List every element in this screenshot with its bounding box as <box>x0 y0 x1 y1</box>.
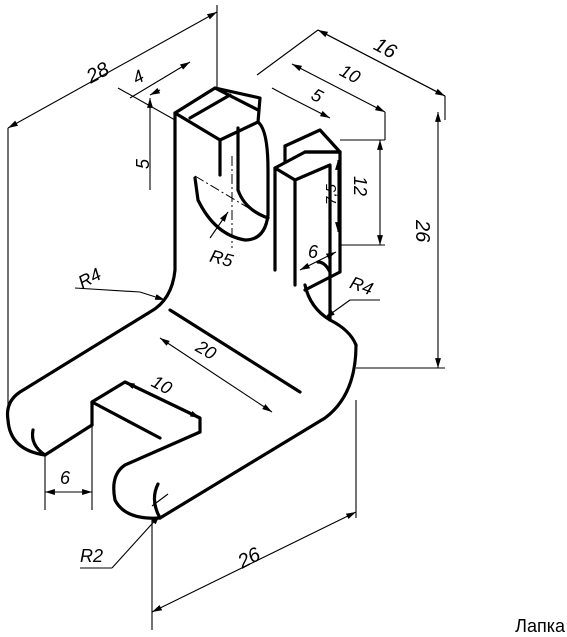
dim-5-left: 5 <box>133 158 153 169</box>
dim-26-vertical: 26 <box>411 219 433 243</box>
dim-12: 12 <box>350 176 370 196</box>
dim-10-top: 10 <box>336 60 363 87</box>
dimension-labels: 28 4 5 16 10 5 7,5 12 26 6 R4 R5 R4 20 1… <box>60 34 433 574</box>
dim-7-5: 7,5 <box>323 183 340 205</box>
part-outline <box>5 86 358 520</box>
dim-6-notch: 6 <box>308 242 319 262</box>
dim-5-right: 5 <box>308 84 327 107</box>
center-lines <box>194 156 263 248</box>
dim-r4-right: R4 <box>347 272 375 299</box>
dim-4: 4 <box>129 66 147 88</box>
dim-6-prong: 6 <box>60 468 71 488</box>
dimension-lines <box>7 5 446 630</box>
dim-r2: R2 <box>80 546 103 566</box>
dim-r5: R5 <box>208 246 236 272</box>
part-title: Лапка <box>515 616 565 636</box>
